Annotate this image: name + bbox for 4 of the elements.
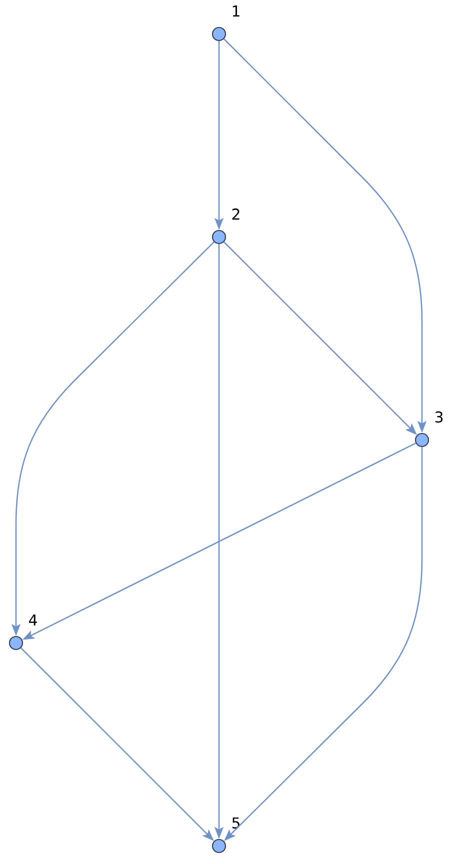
node-label: 4 [28, 614, 37, 626]
node-label: 3 [435, 411, 443, 423]
node-label: 1 [232, 6, 240, 16]
node-label: 2 [232, 208, 240, 220]
